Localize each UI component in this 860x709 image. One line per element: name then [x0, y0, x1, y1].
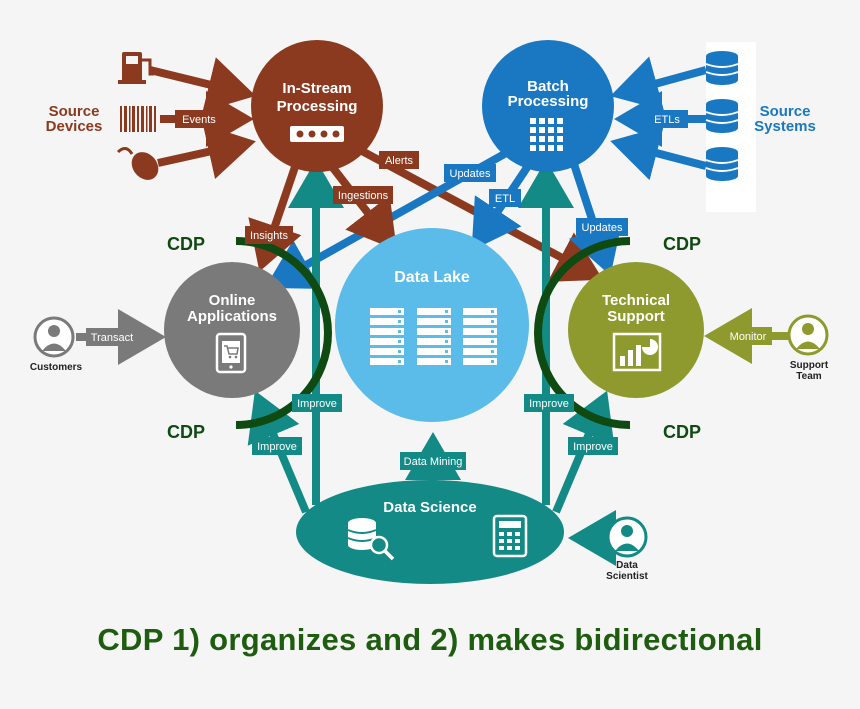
svg-text:Data Mining: Data Mining: [404, 456, 463, 468]
svg-text:Improve: Improve: [297, 398, 337, 410]
tag-etls: ETLs: [646, 110, 688, 128]
data-scientist-label-line2: Scientist: [606, 571, 648, 582]
source-devices-group: Source Devices: [46, 52, 159, 180]
mouse-icon: [116, 147, 159, 180]
customers-person: Customers: [30, 316, 83, 373]
svg-text:Alerts: Alerts: [385, 155, 414, 167]
svg-text:Improve: Improve: [257, 441, 297, 453]
arrow-pump-to-instream: [149, 57, 256, 112]
tag-improve-online-outer: Improve: [252, 437, 302, 455]
cdp-label-left-top: CDP: [167, 234, 205, 254]
online-applications-node: Online Applications: [164, 262, 300, 398]
source-devices-label-line2: Devices: [46, 118, 103, 135]
barcode-icon: [120, 106, 156, 132]
in-stream-title-line1: In-Stream: [282, 80, 351, 97]
tag-insights: Insights: [245, 226, 293, 244]
in-stream-processing-node: In-Stream Processing: [251, 40, 383, 172]
customers-label: Customers: [30, 362, 83, 373]
support-team-label-line2: Team: [796, 371, 821, 382]
arrow-db1-to-batch: [610, 56, 708, 111]
person-icon: [621, 525, 633, 537]
database-icon: [705, 51, 739, 85]
data-scientist-person: Data Scientist: [606, 516, 649, 582]
caption: CDP 1) organizes and 2) makes bidirectio…: [97, 622, 763, 657]
server-racks-icon: [370, 308, 497, 365]
data-science-node: Data Science: [296, 480, 564, 584]
database-search-icon: [347, 518, 395, 561]
svg-text:ETLs: ETLs: [654, 114, 680, 126]
support-team-person: Support Team: [787, 314, 829, 382]
cdp-label-right-bottom: CDP: [663, 422, 701, 442]
technical-support-node: Technical Support: [568, 262, 704, 398]
online-title-line1: Online: [209, 292, 256, 309]
cdp-label-left-bottom: CDP: [167, 422, 205, 442]
svg-text:ETL: ETL: [495, 193, 515, 205]
source-systems-label-line1: Source: [760, 103, 811, 120]
source-systems-group: Source Systems: [705, 51, 816, 181]
tag-updates-top: Updates: [444, 164, 496, 182]
calculator-icon: [492, 514, 528, 558]
svg-text:Transact: Transact: [91, 332, 133, 344]
source-devices-label-line1: Source: [49, 103, 100, 120]
database-icon: [705, 99, 739, 133]
tag-data-mining: Data Mining: [400, 452, 466, 470]
tag-events: Events: [175, 110, 223, 128]
data-lake-title: Data Lake: [394, 269, 470, 286]
svg-text:Updates: Updates: [582, 222, 623, 234]
arrow-db3-to-batch: [610, 126, 708, 181]
arrow-mouse-to-instream: [157, 124, 256, 180]
arrow-updates-tech: [568, 156, 623, 276]
svg-text:Events: Events: [182, 114, 216, 126]
support-team-label-line1: Support: [790, 360, 829, 371]
svg-text:Updates: Updates: [450, 168, 491, 180]
svg-text:Improve: Improve: [573, 441, 613, 453]
tag-updates-right: Updates: [576, 218, 628, 236]
svg-text:Monitor: Monitor: [730, 331, 767, 343]
fuel-pump-icon: [118, 52, 154, 84]
data-scientist-label-line1: Data: [616, 560, 638, 571]
tag-improve-online-inner: Improve: [292, 394, 342, 412]
tablet-cart-icon: [215, 332, 247, 374]
cdp-arc-right: [534, 237, 631, 429]
source-systems-label-line2: Systems: [754, 118, 816, 135]
batch-title-line2: Processing: [508, 93, 589, 110]
batch-grid-icon: [530, 118, 563, 151]
person-icon: [802, 323, 814, 335]
svg-text:Insights: Insights: [250, 230, 288, 242]
svg-text:Improve: Improve: [529, 398, 569, 410]
in-stream-title-line2: Processing: [277, 98, 358, 115]
tag-etl: ETL: [489, 189, 521, 207]
tag-improve-tech-outer: Improve: [568, 437, 618, 455]
svg-text:Ingestions: Ingestions: [338, 190, 389, 202]
tag-alerts: Alerts: [379, 151, 419, 169]
person-icon: [48, 325, 60, 337]
batch-processing-node: Batch Processing: [482, 40, 614, 172]
tag-monitor: Monitor: [724, 327, 772, 345]
tag-improve-tech-inner: Improve: [524, 394, 574, 412]
stream-device-icon: [290, 126, 344, 142]
cdp-label-right-top: CDP: [663, 234, 701, 254]
database-icon: [705, 147, 739, 181]
cdp-arc-left: [235, 237, 332, 429]
dashboard-chart-icon: [612, 332, 662, 372]
technical-title-line1: Technical: [602, 292, 670, 309]
data-science-title: Data Science: [383, 499, 476, 516]
batch-title-line1: Batch: [527, 78, 569, 95]
tag-transact: Transact: [86, 328, 138, 346]
online-title-line2: Applications: [187, 308, 277, 325]
data-lake-node: Data Lake: [335, 228, 529, 422]
tag-ingestions: Ingestions: [333, 186, 393, 204]
technical-title-line2: Support: [607, 308, 665, 325]
cdp-diagram: In-Stream Processing Batch Processing Da…: [30, 40, 829, 584]
